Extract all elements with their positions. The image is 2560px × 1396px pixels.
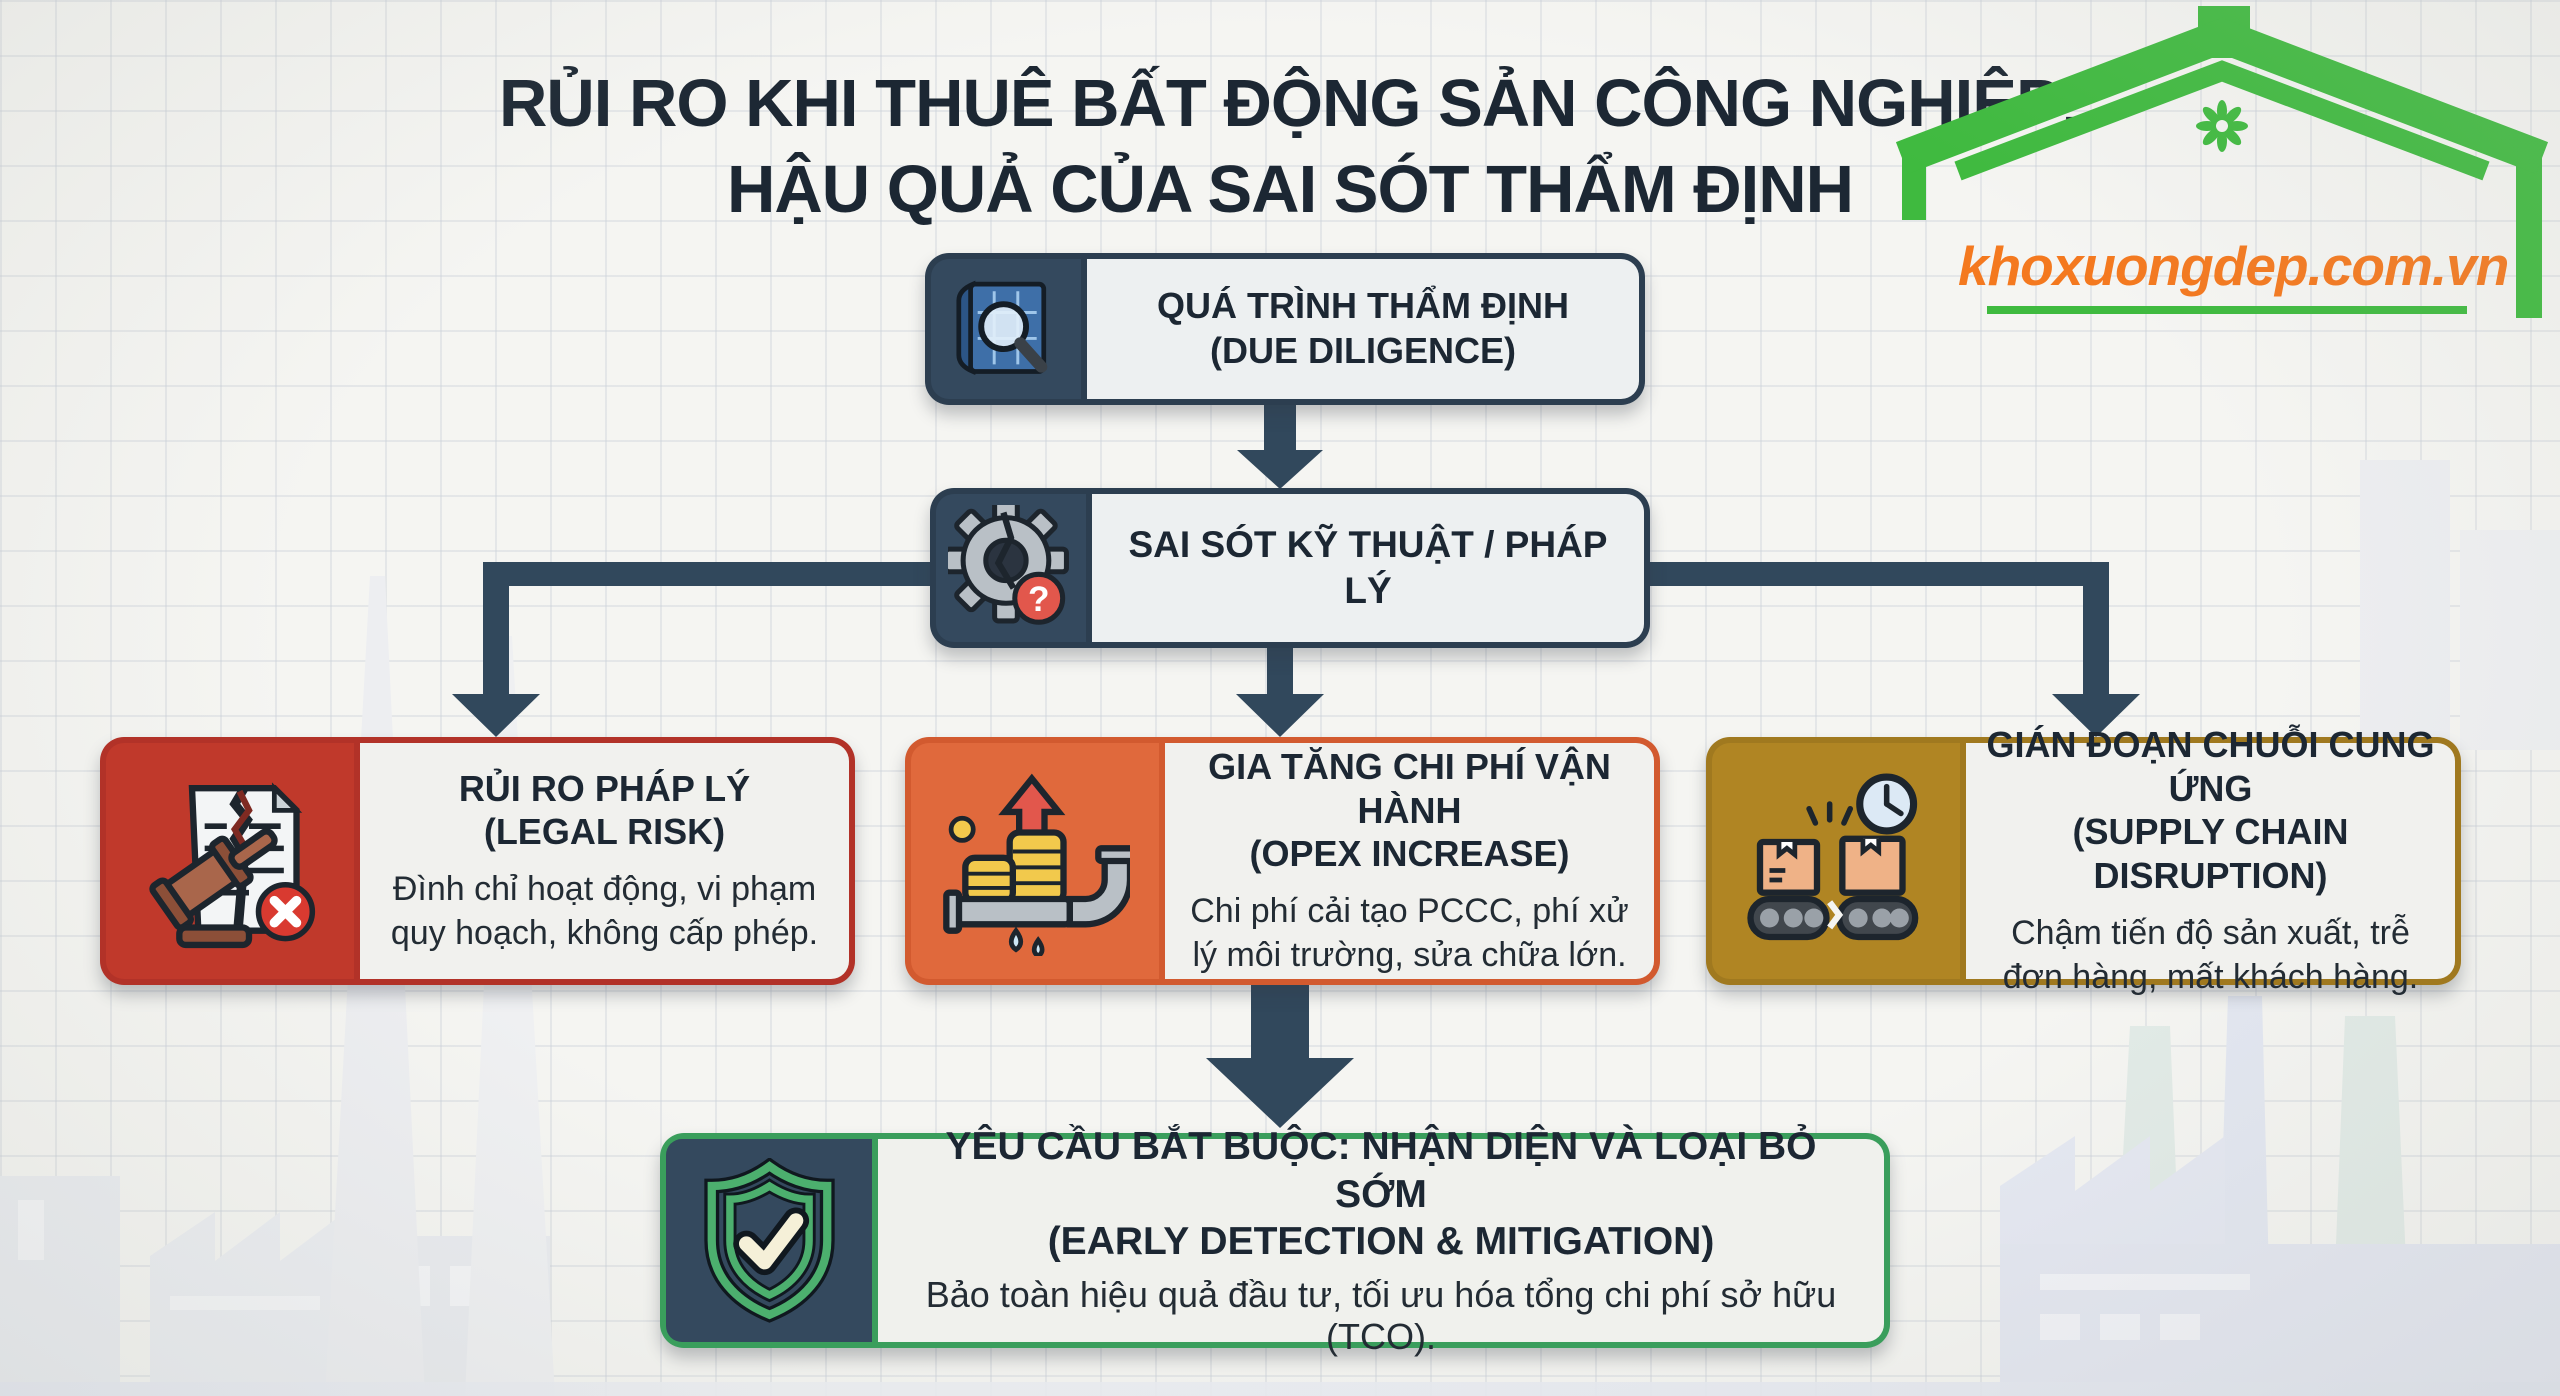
branch-legal-box: RỦI RO PHÁP LÝ(LEGAL RISK) Đình chỉ hoạt… xyxy=(100,737,855,985)
branch-drop-center xyxy=(1267,648,1293,696)
error-icon-panel: ? xyxy=(936,494,1086,642)
process-icon-panel xyxy=(931,259,1081,399)
error-title: SAI SÓT KỸ THUẬT / PHÁP LÝ xyxy=(1128,524,1608,611)
legal-description: Đình chỉ hoạt động, vi phạm quy hoạch, k… xyxy=(390,870,819,952)
legal-title: RỦI RO PHÁP LÝ(LEGAL RISK) xyxy=(458,767,751,853)
branch-drop-left xyxy=(483,562,509,696)
supply-title: GIÁN ĐOẠN CHUỖI CUNG ỨNG(SUPPLY CHAIN DI… xyxy=(1986,723,2435,897)
logo-domain-text: khoxuongdep.com.vn xyxy=(1958,235,2509,297)
arrow-down-1 xyxy=(1264,400,1296,452)
branch-opex-box: GIA TĂNG CHI PHÍ VẬN HÀNH(OPEX INCREASE)… xyxy=(905,737,1660,985)
broken-gear-question-icon: ? xyxy=(948,505,1069,625)
opex-title: GIA TĂNG CHI PHÍ VẬN HÀNH(OPEX INCREASE) xyxy=(1208,745,1611,875)
arrow-down-big xyxy=(1251,985,1309,1063)
bottom-skyline-strip xyxy=(0,1382,2560,1396)
opex-icon-panel xyxy=(911,743,1159,979)
opex-description: Chi phí cải tạo PCCC, phí xử lý môi trườ… xyxy=(1190,892,1629,974)
fan-icon xyxy=(2196,100,2248,152)
brand-logo: khoxuongdep.com.vn xyxy=(1892,6,2552,346)
conclusion-icon-panel xyxy=(666,1139,872,1342)
supply-description: Chậm tiến độ sản xuất, trễ đơn hàng, mất… xyxy=(2002,914,2419,996)
process-title: QUÁ TRÌNH THẨM ĐỊNH xyxy=(1157,285,1569,327)
branch-supply-box: GIÁN ĐOẠN CHUỖI CUNG ỨNG(SUPPLY CHAIN DI… xyxy=(1706,724,2461,996)
error-box: ? SAI SÓT KỸ THUẬT / PHÁP LÝ xyxy=(930,488,1650,648)
blueprint-magnifier-icon xyxy=(956,280,1048,376)
process-subtitle: (DUE DILIGENCE) xyxy=(1210,330,1516,371)
legal-icon-panel xyxy=(106,743,354,979)
supply-icon-panel xyxy=(1712,743,1960,979)
shield-check-icon xyxy=(703,1158,835,1323)
question-glyph: ? xyxy=(1028,580,1050,619)
warehouse-roof-icon xyxy=(1895,6,2549,318)
conclusion-title: YÊU CẦU BẮT BUỘC: NHẬN DIỆN VÀ LOẠI BỎ S… xyxy=(945,1125,1817,1264)
broken-conveyor-clock-icon xyxy=(1747,773,1919,941)
coins-leaking-pipe-icon xyxy=(943,773,1130,956)
page-title-line2: HẬU QUẢ CỦA SAI SÓT THẨM ĐỊNH xyxy=(726,151,1854,227)
page-title: RỦI RO KHI THUÊ BẤT ĐỘNG SẢN CÔNG NGHIỆP… xyxy=(20,61,2560,233)
conclusion-description: Bảo toàn hiệu quả đầu tư, tối ưu hóa tổn… xyxy=(925,1273,1837,1357)
process-box: QUÁ TRÌNH THẨM ĐỊNH (DUE DILIGENCE) xyxy=(925,253,1645,405)
conclusion-box: YÊU CẦU BẮT BUỘC: NHẬN DIỆN VÀ LOẠI BỎ S… xyxy=(660,1125,1890,1357)
branch-drop-right xyxy=(2083,562,2109,696)
page-title-line1: RỦI RO KHI THUÊ BẤT ĐỘNG SẢN CÔNG NGHIỆP… xyxy=(499,65,2082,141)
gavel-torn-contract-icon xyxy=(149,782,316,949)
